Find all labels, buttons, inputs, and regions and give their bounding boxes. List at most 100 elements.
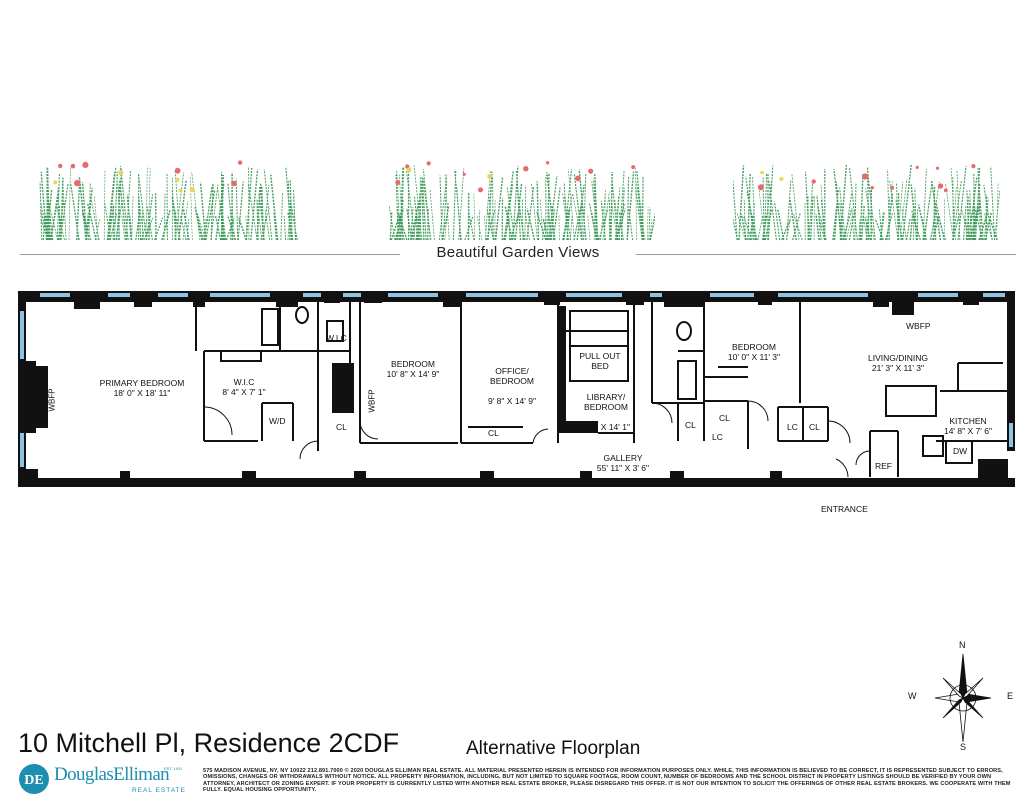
room-kitchen: KITCHEN 14' 8" X 7' 6" bbox=[928, 416, 1008, 436]
grass-blade bbox=[573, 173, 583, 241]
grass-blade bbox=[922, 168, 927, 241]
grass-blade bbox=[608, 199, 612, 241]
grass-blade bbox=[293, 195, 297, 241]
grass-blade bbox=[507, 207, 511, 241]
grass-blade bbox=[984, 212, 992, 241]
grass-blade bbox=[205, 189, 216, 241]
grass-blade bbox=[635, 168, 638, 241]
closet-label-1: CL bbox=[336, 422, 347, 432]
grass-blade bbox=[262, 184, 270, 241]
compass-west: W bbox=[908, 691, 917, 701]
grass-blade bbox=[56, 173, 60, 241]
grass-blade bbox=[762, 181, 773, 241]
room-dims: 8' 4" X 14' 1" bbox=[581, 422, 631, 432]
room-dims: 18' 0" X 18' 11" bbox=[113, 388, 171, 398]
grass-blade bbox=[135, 210, 141, 241]
grass-blade bbox=[145, 194, 154, 241]
grass-blade bbox=[546, 172, 550, 241]
flower bbox=[82, 161, 89, 168]
flower bbox=[811, 179, 816, 184]
grass-blade bbox=[568, 169, 575, 241]
brand-name: DouglasElliman bbox=[54, 764, 170, 785]
grass-blade bbox=[845, 217, 853, 241]
grass-blade bbox=[397, 217, 405, 241]
grass-blade bbox=[912, 205, 915, 241]
grass-blade bbox=[961, 208, 971, 241]
grass-blade bbox=[618, 212, 624, 241]
grass-blade bbox=[618, 171, 625, 241]
grass-blade bbox=[648, 207, 651, 241]
grass-blade bbox=[792, 213, 801, 241]
property-title: 10 Mitchell Pl, Residence 2CDF bbox=[18, 728, 400, 758]
grass-blade bbox=[231, 203, 236, 241]
grass-blade bbox=[421, 177, 427, 241]
flower bbox=[487, 173, 493, 179]
flower bbox=[545, 161, 550, 165]
room-office-bedroom: OFFICE/ BEDROOM 9' 8" X 14' 9" bbox=[473, 356, 551, 416]
closet-label-4: CL bbox=[719, 413, 730, 423]
grass-blade bbox=[196, 213, 204, 241]
legal-disclaimer: 575 MADISON AVENUE, NY, NY 10022 212.891… bbox=[203, 768, 1011, 794]
grass-blade bbox=[494, 176, 504, 241]
grass-blade bbox=[89, 195, 100, 241]
grass-blade bbox=[752, 176, 756, 241]
grass-blade bbox=[626, 177, 630, 241]
grass-blade bbox=[972, 188, 975, 241]
grass-blade bbox=[839, 187, 846, 241]
grass-blade bbox=[620, 187, 625, 241]
grass-blade bbox=[865, 188, 875, 241]
flower bbox=[631, 165, 636, 170]
grass-blade bbox=[44, 214, 50, 241]
grass-blade bbox=[591, 211, 598, 241]
flower bbox=[938, 183, 944, 189]
grass-blade bbox=[994, 190, 1001, 241]
grass-blade bbox=[549, 205, 553, 241]
grass-blade bbox=[963, 206, 967, 241]
grass-blade bbox=[444, 202, 449, 241]
grass-blade bbox=[85, 213, 89, 241]
grass-blade bbox=[238, 217, 247, 241]
grass-blade bbox=[400, 167, 405, 241]
grass-blade bbox=[526, 186, 535, 241]
grass-blade bbox=[146, 205, 153, 241]
grass-blade bbox=[635, 188, 643, 241]
grass-blade bbox=[71, 188, 80, 241]
grass-blade bbox=[285, 166, 293, 241]
grass-blade bbox=[973, 173, 976, 241]
flower bbox=[575, 175, 581, 182]
grass-blade bbox=[250, 169, 259, 241]
flower bbox=[523, 166, 529, 172]
compass-south: S bbox=[960, 742, 967, 752]
room-name: W.I.C bbox=[233, 377, 255, 387]
grass-blade bbox=[68, 167, 71, 241]
grass-blade bbox=[930, 180, 942, 241]
grass-blade bbox=[587, 215, 591, 241]
flower bbox=[779, 176, 784, 182]
grass-blade bbox=[743, 200, 746, 241]
grass-blade bbox=[410, 205, 419, 241]
svg-text:DE: DE bbox=[24, 773, 43, 788]
grass-blade bbox=[626, 171, 635, 241]
grass-blade bbox=[196, 212, 207, 241]
grass-blade bbox=[78, 177, 87, 241]
grass-blade bbox=[888, 180, 893, 241]
grass-blade bbox=[859, 173, 864, 241]
grass-blade bbox=[747, 173, 751, 241]
grass-blade bbox=[417, 193, 421, 241]
grass-blade bbox=[786, 214, 792, 241]
grass-blade bbox=[816, 194, 822, 241]
grass-blade bbox=[259, 183, 265, 241]
pull-out-bed: PULL OUT BED bbox=[579, 351, 621, 371]
grass-blade bbox=[858, 219, 861, 241]
grass-blade bbox=[786, 180, 792, 241]
grass-blade bbox=[598, 208, 609, 241]
grass-blade bbox=[957, 166, 967, 241]
grass-blade bbox=[50, 187, 60, 241]
grass-blade bbox=[736, 212, 746, 241]
grass-blade bbox=[733, 217, 739, 241]
grass-blade bbox=[789, 198, 797, 241]
grass-blade bbox=[235, 178, 239, 241]
grass-blade bbox=[163, 193, 166, 241]
grass-blade bbox=[269, 174, 279, 241]
garden-views-caption: Beautiful Garden Views bbox=[0, 244, 1036, 261]
